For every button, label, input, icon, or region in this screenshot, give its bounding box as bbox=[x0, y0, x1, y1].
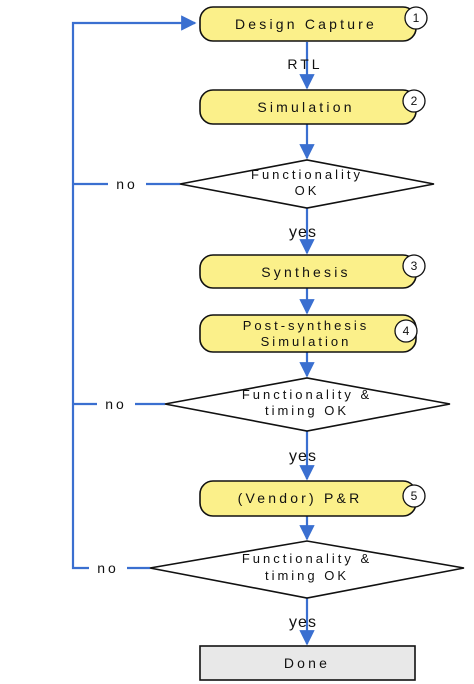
decision3-label-line1: Functionality & bbox=[242, 551, 372, 566]
no2-label-bg bbox=[97, 395, 135, 413]
no-edge-label-1: no bbox=[116, 176, 138, 192]
no-edge-label-3: no bbox=[97, 560, 119, 576]
feedback-loop-line bbox=[71, 15, 197, 570]
step-number-badge bbox=[402, 254, 426, 278]
decision2-label-line2: timing OK bbox=[265, 403, 349, 418]
step-number-badge bbox=[394, 319, 418, 343]
decision1-label-line2: OK bbox=[295, 183, 320, 198]
done-label: Done bbox=[284, 655, 330, 671]
step-simulation: Simulation 2 bbox=[199, 89, 426, 125]
step-number-1: 1 bbox=[413, 11, 420, 25]
post-synthesis-label-line1: Post-synthesis bbox=[243, 318, 370, 333]
step-number-4: 4 bbox=[403, 324, 410, 338]
step-number-badge bbox=[402, 484, 426, 508]
step-synthesis: Synthesis 3 bbox=[199, 254, 426, 289]
decision1-label-line1: Functionality bbox=[251, 167, 363, 182]
decision-functionality-ok: Functionality OK bbox=[179, 159, 435, 209]
step-number-2: 2 bbox=[411, 94, 418, 108]
decision2-label-line1: Functionality & bbox=[242, 387, 372, 402]
no1-label-bg bbox=[108, 175, 146, 193]
synthesis-label: Synthesis bbox=[261, 264, 351, 280]
step-vendor-place-and-route: (Vendor) P&R 5 bbox=[199, 480, 426, 517]
step-design-capture: Design Capture 1 bbox=[199, 6, 428, 42]
yes-edge-label-1: yes bbox=[289, 224, 317, 241]
rtl-edge-label: RTL bbox=[287, 56, 322, 72]
decision-functionality-timing-ok-2: Functionality & timing OK bbox=[149, 540, 465, 599]
no-edge-label-2: no bbox=[105, 396, 127, 412]
decision3-label-line2: timing OK bbox=[265, 568, 349, 583]
step-number-3: 3 bbox=[411, 259, 418, 273]
post-synthesis-label-line2: Simulation bbox=[261, 334, 352, 349]
step-number-5: 5 bbox=[411, 489, 418, 503]
vendor-pr-label: (Vendor) P&R bbox=[238, 490, 363, 506]
yes-edge-label-3: yes bbox=[289, 614, 317, 631]
step-done: Done bbox=[199, 645, 416, 681]
simulation-label: Simulation bbox=[257, 99, 354, 115]
step-number-badge bbox=[404, 6, 428, 30]
step-post-synthesis-simulation: Post-synthesis Simulation 4 bbox=[199, 314, 418, 353]
step-number-badge bbox=[402, 89, 426, 113]
design-capture-label: Design Capture bbox=[235, 16, 377, 32]
no3-label-bg bbox=[89, 559, 127, 577]
decision-functionality-timing-ok-1: Functionality & timing OK bbox=[164, 377, 451, 432]
yes-edge-label-2: yes bbox=[289, 448, 317, 465]
